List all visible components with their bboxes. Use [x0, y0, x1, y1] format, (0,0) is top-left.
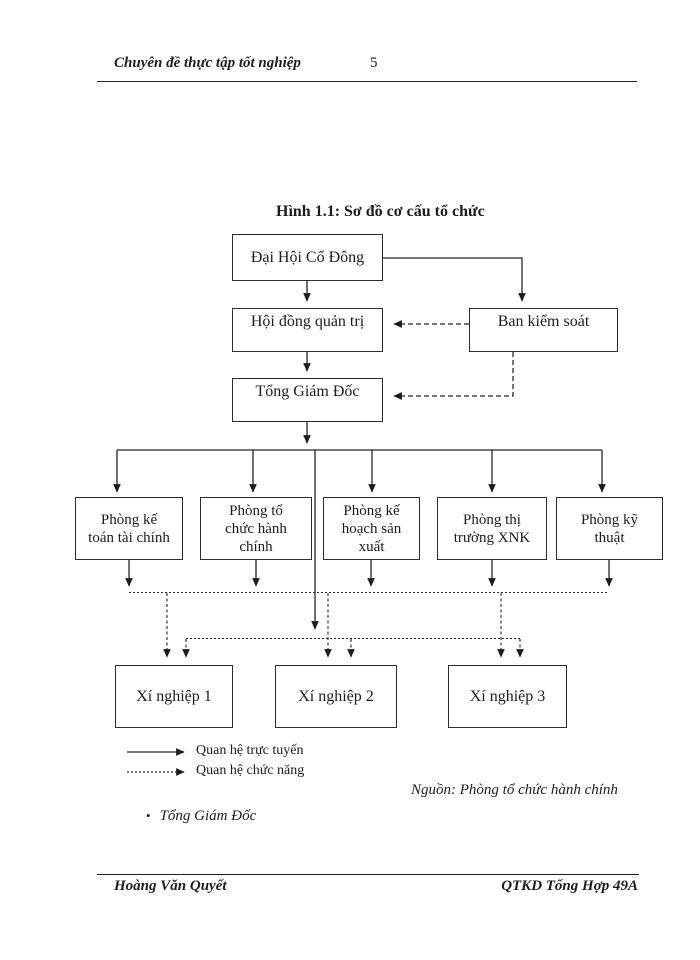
node-label: Tổng Giám Đốc: [255, 383, 360, 400]
node-phong-ky-thuat: Phòng kỹ thuật: [556, 497, 663, 560]
node-label: Hội đồng quản trị: [250, 313, 365, 330]
node-label: Phòng kế: [343, 502, 400, 519]
header-title: Chuyên đề thực tập tốt nghiệp: [114, 55, 301, 71]
footer-class: QTKD Tổng Hợp 49A: [501, 878, 638, 894]
node-label: Ban kiểm soát: [497, 313, 590, 330]
node-label: Xí nghiệp 2: [298, 687, 374, 705]
legend-label-chuc-nang: Quan hệ chức năng: [196, 763, 305, 778]
footer-author: Hoàng Văn Quyết: [114, 878, 227, 894]
node-hoi-dong-quan-tri: Hội đồng quản trị: [232, 308, 383, 352]
node-xi-nghiep-2: Xí nghiệp 2: [275, 665, 397, 728]
footer-rule: [97, 874, 639, 875]
node-label: Xí nghiệp 3: [469, 687, 546, 705]
node-label: chính: [239, 538, 273, 555]
node-label: Phòng kỹ: [580, 511, 639, 528]
bullet-note-text: Tổng Giám Đốc: [159, 808, 257, 824]
node-tong-giam-doc: Tổng Giám Đốc: [232, 378, 383, 422]
figure-title: Hình 1.1: Sơ đồ cơ cấu tổ chức: [276, 203, 485, 220]
node-label: Phòng thị: [463, 511, 521, 528]
node-label: chức hành: [225, 520, 287, 537]
header-rule: [97, 81, 637, 82]
node-ban-kiem-soat: Ban kiểm soát: [469, 308, 618, 352]
node-label: Phòng tổ: [229, 502, 283, 519]
node-dai-hoi-co-dong: Đại Hội Cổ Đông: [232, 234, 383, 281]
node-label: hoạch sản: [341, 520, 402, 537]
node-xi-nghiep-3: Xí nghiệp 3: [448, 665, 567, 728]
node-label: trường XNK: [453, 529, 531, 546]
node-phong-ke-toan-tai-chinh: Phòng kế toán tài chính: [75, 497, 183, 560]
node-label: Xí nghiệp 1: [136, 687, 212, 705]
node-label: thuật: [594, 529, 625, 546]
node-label: xuất: [358, 538, 385, 555]
bullet-note: • Tổng Giám Đốc: [146, 808, 256, 825]
node-label: Đại Hội Cổ Đông: [250, 248, 365, 266]
source-note: Nguồn: Phòng tổ chức hành chính: [411, 782, 618, 798]
legend-label-truc-tuyen: Quan hệ trực tuyến: [196, 743, 304, 758]
node-label: toán tài chính: [88, 529, 170, 546]
bullet-icon: •: [146, 808, 151, 823]
node-phong-ke-hoach-san-xuat: Phòng kế hoạch sản xuất: [323, 497, 420, 560]
node-phong-to-chuc-hanh-chinh: Phòng tổ chức hành chính: [200, 497, 312, 560]
page-number: 5: [370, 55, 378, 71]
node-phong-thi-truong-xnk: Phòng thị trường XNK: [437, 497, 547, 560]
node-label: Phòng kế: [100, 511, 158, 528]
node-xi-nghiep-1: Xí nghiệp 1: [115, 665, 233, 728]
